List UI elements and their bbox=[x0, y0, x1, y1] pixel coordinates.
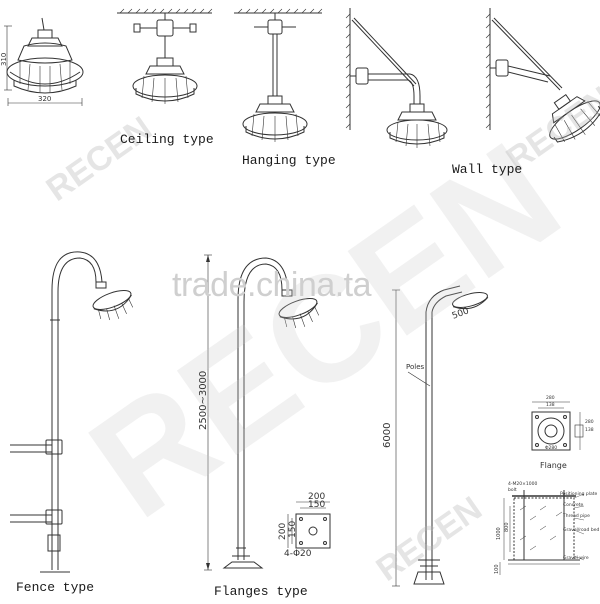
bolt-label: bolt bbox=[508, 488, 517, 493]
flanges-pole bbox=[204, 254, 320, 571]
pole-range-dim: 2500~3000 bbox=[198, 370, 209, 430]
bolt-spec-label: 4-M20×1000 bbox=[508, 482, 538, 487]
foundation-base: 100 bbox=[494, 564, 500, 574]
foundation-section bbox=[499, 490, 585, 575]
flange-top-diameter: Φ280 bbox=[545, 446, 558, 451]
wall-lamp-2 bbox=[485, 8, 600, 143]
wall-lamp-1 bbox=[345, 8, 448, 148]
flange-side-outer: 280 bbox=[585, 420, 594, 425]
caption-ceiling-type: Ceiling type bbox=[120, 132, 214, 147]
foundation-depth-outer: 1000 bbox=[496, 527, 502, 540]
street-pole bbox=[392, 285, 489, 587]
flange-height-outer: 200 bbox=[278, 522, 288, 540]
hanging-lamp bbox=[234, 8, 323, 142]
positioning-plate-label: Positioning plate bbox=[560, 492, 598, 497]
caption-fence-type: Fence type bbox=[16, 580, 95, 595]
flange-holes-spec: 4-Φ20 bbox=[284, 549, 312, 559]
caption-wall-type: Wall type bbox=[452, 162, 523, 177]
poles-label: Poles bbox=[406, 363, 425, 371]
flange-width-inner: 150 bbox=[308, 500, 326, 510]
thread-pipe-label: Thread pipe bbox=[563, 514, 590, 519]
fence-pole bbox=[10, 251, 134, 573]
flange-top-inner: 138 bbox=[546, 403, 555, 408]
flange-top-outer: 280 bbox=[546, 396, 555, 401]
lamp-height-dim: 310 bbox=[0, 52, 8, 66]
flange-width-outer: 200 bbox=[308, 492, 326, 502]
ceiling-lamp bbox=[117, 8, 213, 104]
flange-top-view bbox=[531, 401, 584, 451]
foundation-depth-inner: 800 bbox=[504, 522, 510, 532]
caption-hanging-type: Hanging type bbox=[242, 153, 336, 168]
gravel-wire-label: Gravel wire bbox=[563, 556, 589, 561]
flange-label: Flange bbox=[540, 461, 567, 470]
pole-height-dim: 6000 bbox=[382, 422, 393, 448]
flange-plate-detail bbox=[287, 501, 331, 549]
trade-watermark: trade.china.ta bbox=[172, 266, 372, 304]
dimensioned-lamp bbox=[4, 17, 84, 106]
concrete-label: Concrete bbox=[563, 503, 584, 508]
caption-flanges-type: Flanges type bbox=[214, 584, 308, 599]
gravel-label: Gravel/road bed bbox=[563, 528, 600, 533]
lamp-width-dim: 320 bbox=[38, 95, 52, 103]
flange-height-inner: 150 bbox=[288, 520, 298, 538]
flange-side-inner: 138 bbox=[585, 428, 594, 433]
